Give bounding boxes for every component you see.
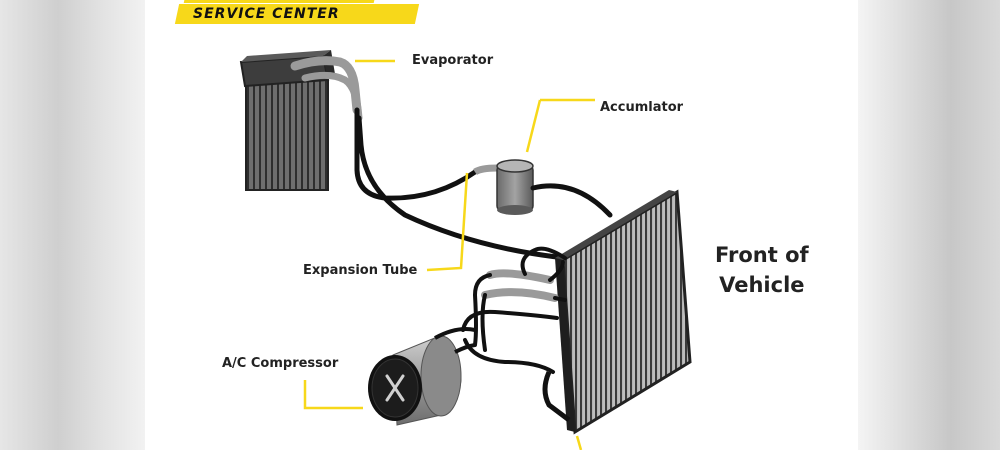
front-of-vehicle-label: Front of Vehicle xyxy=(715,240,809,300)
ac-compressor-label: A/C Compressor xyxy=(222,356,339,371)
refrigerant-lines xyxy=(461,246,567,374)
compressor-leader xyxy=(303,380,363,410)
right-blur-margin xyxy=(858,0,1000,450)
evaporator-part xyxy=(239,50,335,191)
evaporator-label: Evaporator xyxy=(412,53,494,68)
ac-compressor-part xyxy=(368,327,476,426)
accumulator-label: Accumlator xyxy=(600,100,684,115)
leader-lines xyxy=(303,59,595,450)
brand-subtitle: SERVICE CENTER xyxy=(193,6,340,22)
ac-system-diagram xyxy=(239,50,692,450)
condenser-leader xyxy=(575,435,583,450)
front-line-2: Vehicle xyxy=(719,273,805,297)
accumulator-part xyxy=(473,159,613,218)
diagram-canvas: SERVICE CENTER xyxy=(145,0,858,450)
evaporator-pipes xyxy=(290,56,568,261)
accumulator-leader xyxy=(525,98,595,153)
front-line-1: Front of xyxy=(715,243,809,267)
expansion-tube-leader xyxy=(426,172,469,272)
condenser-part xyxy=(542,189,692,435)
expansion-tube-label: Expansion Tube xyxy=(303,263,418,278)
left-blur-margin xyxy=(0,0,145,450)
